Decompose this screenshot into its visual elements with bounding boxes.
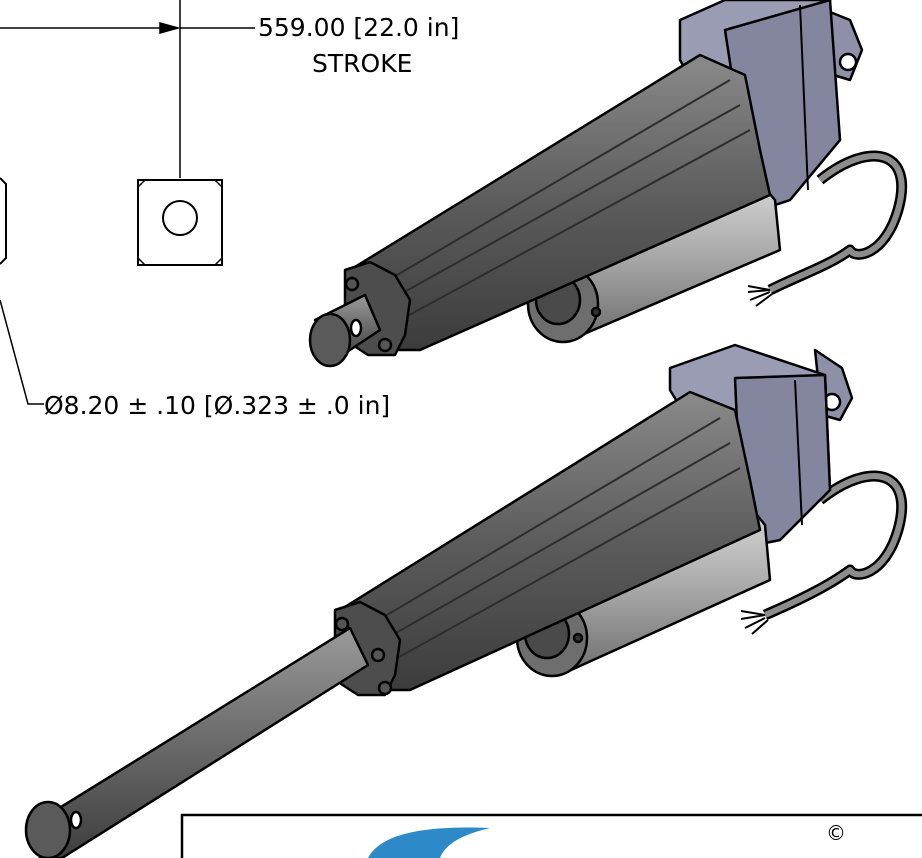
rod-end-view xyxy=(137,179,223,266)
hole-dimension-value: Ø8.20 ± .10 [Ø.323 ± .0 in] xyxy=(44,391,390,420)
company-logo-icon xyxy=(368,827,490,858)
actuator-extended-view xyxy=(24,343,908,858)
stroke-dimension-label: STROKE xyxy=(312,49,412,78)
stroke-dimension-value: 559.00 [22.0 in] xyxy=(258,13,459,42)
actuator-retracted-view xyxy=(308,0,908,368)
partial-side-view xyxy=(0,177,7,265)
hole-leader-line xyxy=(0,299,44,405)
stroke-dimension-lines xyxy=(0,0,255,178)
copyright-icon: © xyxy=(826,821,846,845)
title-block: © xyxy=(180,813,922,858)
